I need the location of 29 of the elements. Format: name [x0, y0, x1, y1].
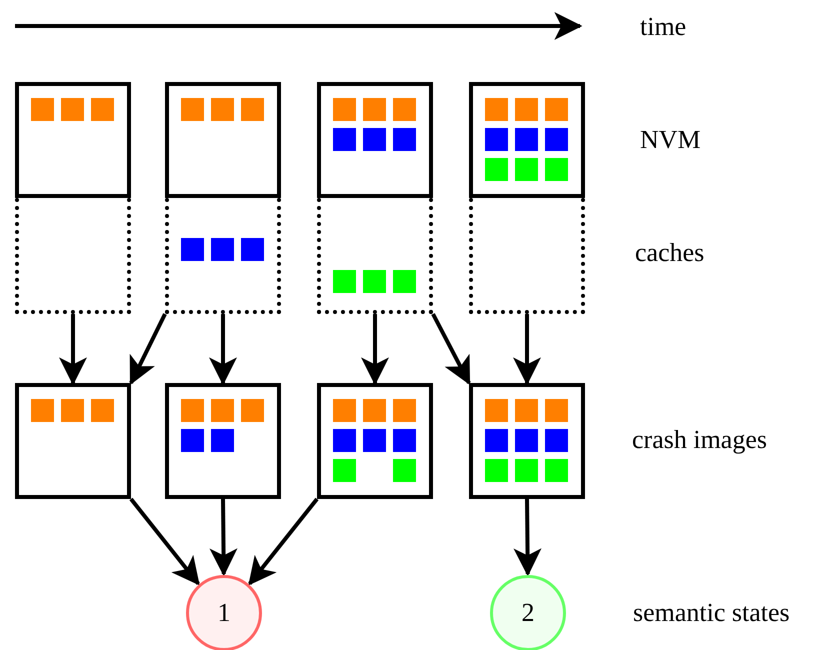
arrow — [248, 498, 319, 586]
memory-box — [15, 82, 131, 198]
memory-box — [317, 82, 433, 198]
arrow — [209, 314, 237, 386]
cache-box — [469, 198, 585, 314]
row-label: caches — [635, 240, 704, 266]
crash-image-box — [15, 383, 131, 499]
crash-image-box — [317, 383, 433, 499]
cache-box — [15, 198, 131, 314]
arrow — [129, 313, 167, 386]
arrow — [210, 498, 238, 576]
arrow — [431, 313, 471, 386]
cache-box — [165, 198, 281, 314]
crash-image-box — [469, 383, 585, 499]
arrow — [129, 498, 200, 586]
arrow — [59, 314, 87, 386]
row-label: semantic states — [633, 600, 790, 626]
memory-box — [165, 82, 281, 198]
row-label: time — [640, 14, 686, 40]
row-label: NVM — [640, 127, 701, 153]
state-number: 1 — [218, 600, 230, 626]
memory-box — [469, 82, 585, 198]
state-number: 2 — [522, 600, 534, 626]
row-label: crash images — [632, 427, 768, 453]
arrow — [514, 498, 542, 576]
cache-box — [317, 198, 433, 314]
arrow — [361, 314, 389, 386]
arrow — [513, 314, 541, 386]
crash-image-box — [165, 383, 281, 499]
